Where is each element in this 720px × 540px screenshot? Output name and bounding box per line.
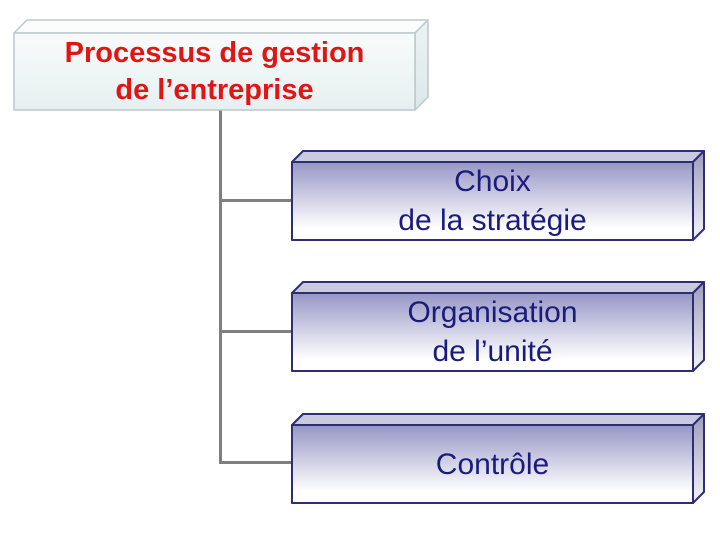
title-line-2: de l’entreprise bbox=[115, 73, 314, 106]
process-box-organisation-text: Organisation de l’unité bbox=[292, 293, 693, 371]
process-box-strategy-line-2: de la stratégie bbox=[398, 204, 587, 237]
title-box-side-face bbox=[414, 19, 429, 111]
process-box-control-shape bbox=[291, 413, 705, 504]
connector-vertical-line bbox=[219, 108, 222, 464]
process-box-organisation-front-face bbox=[291, 292, 694, 372]
title-box-shape bbox=[13, 19, 429, 111]
process-box-strategy-front-face bbox=[291, 161, 694, 241]
title-line-1: Processus de gestion bbox=[64, 36, 365, 69]
process-box-organisation: Organisation de l’unité bbox=[291, 281, 705, 372]
process-box-control: Contrôle bbox=[291, 413, 705, 504]
process-box-strategy: Choix de la stratégie bbox=[291, 150, 705, 241]
title-box: Processus de gestion de l’entreprise bbox=[13, 19, 429, 111]
process-box-strategy-side-face bbox=[692, 150, 705, 241]
process-box-strategy-shape bbox=[291, 150, 705, 241]
title-text: Processus de gestion de l’entreprise bbox=[14, 33, 415, 110]
connector-branch-strategy bbox=[219, 199, 292, 202]
process-box-strategy-top-face bbox=[291, 150, 705, 163]
process-box-control-side-face bbox=[692, 413, 705, 504]
process-box-organisation-side-face bbox=[692, 281, 705, 372]
process-box-control-front-face bbox=[291, 424, 694, 504]
process-box-organisation-line-2: de l’unité bbox=[432, 335, 553, 368]
process-box-organisation-top-face bbox=[291, 281, 705, 294]
title-box-top-face bbox=[13, 19, 429, 34]
connector-branch-organisation bbox=[219, 330, 292, 333]
process-box-control-text: Contrôle bbox=[292, 425, 693, 503]
process-box-organisation-shape bbox=[291, 281, 705, 372]
process-box-control-line-1: Contrôle bbox=[435, 447, 550, 481]
process-box-strategy-line-1: Choix bbox=[454, 165, 531, 198]
process-box-control-top-face bbox=[291, 413, 705, 426]
title-box-front-face bbox=[13, 32, 416, 111]
process-box-strategy-text: Choix de la stratégie bbox=[292, 162, 693, 240]
connector-branch-control bbox=[219, 461, 292, 464]
process-box-organisation-line-1: Organisation bbox=[407, 296, 578, 329]
